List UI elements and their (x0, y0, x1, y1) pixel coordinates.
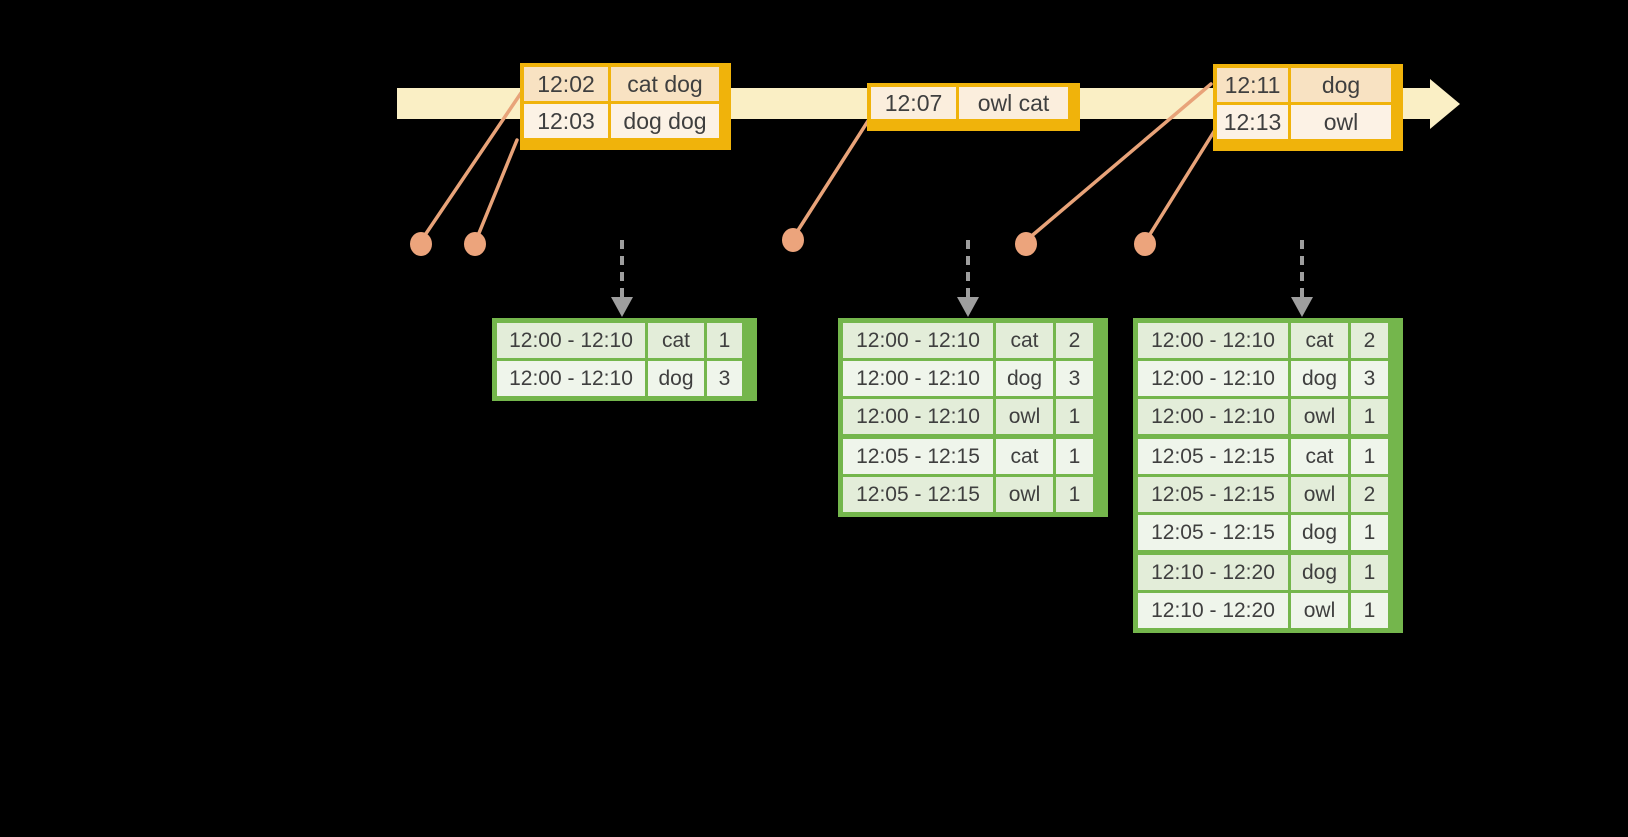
event-dot-5 (1134, 232, 1156, 256)
count-cell: 2 (1351, 477, 1388, 512)
word-cell: dog (648, 361, 704, 396)
count-cell: 3 (1056, 361, 1093, 396)
window-cell: 12:05 - 12:15 (1138, 477, 1288, 512)
word-cell: cat (1291, 439, 1348, 474)
count-cell: 3 (707, 361, 742, 396)
count-cell: 1 (1351, 593, 1388, 628)
event-time: 12:07 (871, 87, 956, 119)
word-cell: owl (1291, 593, 1348, 628)
trigger-arrowhead-3-icon (1291, 297, 1313, 317)
event-words: owl (1291, 105, 1391, 139)
window-cell: 12:00 - 12:10 (1138, 361, 1288, 396)
window-cell: 12:05 - 12:15 (1138, 515, 1288, 550)
window-cell: 12:00 - 12:10 (843, 399, 993, 434)
count-cell: 1 (1056, 439, 1093, 474)
event-table-3: 12:11 dog 12:13 owl (1213, 64, 1403, 151)
event-time: 12:02 (524, 67, 608, 101)
count-cell: 1 (1351, 515, 1388, 550)
word-cell: owl (1291, 399, 1348, 434)
window-cell: 12:00 - 12:10 (497, 323, 645, 358)
event-words: dog (1291, 68, 1391, 102)
event-time: 12:03 (524, 104, 608, 138)
event-dot-4 (1015, 232, 1037, 256)
window-cell: 12:05 - 12:15 (843, 439, 993, 474)
result-table-3: 12:00 - 12:10 cat 2 12:00 - 12:10 dog 3 … (1133, 318, 1403, 633)
count-cell: 1 (1351, 399, 1388, 434)
connector-line-event4 (1026, 82, 1213, 241)
word-cell: dog (1291, 515, 1348, 550)
word-cell: owl (996, 399, 1053, 434)
word-cell: dog (1291, 361, 1348, 396)
count-cell: 1 (1056, 399, 1093, 434)
event-table-2: 12:07 owl cat (867, 83, 1080, 131)
word-cell: cat (996, 323, 1053, 358)
window-group: 12:05 - 12:15 cat 1 12:05 - 12:15 owl 1 (843, 439, 1103, 512)
count-cell: 2 (1056, 323, 1093, 358)
window-group: 12:00 - 12:10 cat 1 12:00 - 12:10 dog 3 (497, 323, 752, 396)
word-cell: dog (996, 361, 1053, 396)
event-table-1: 12:02 cat dog 12:03 dog dog (520, 63, 731, 150)
count-cell: 1 (1056, 477, 1093, 512)
window-cell: 12:00 - 12:10 (843, 323, 993, 358)
window-cell: 12:10 - 12:20 (1138, 555, 1288, 590)
word-cell: cat (1291, 323, 1348, 358)
window-cell: 12:00 - 12:10 (1138, 399, 1288, 434)
event-time: 12:13 (1217, 105, 1288, 139)
trigger-arrowhead-2-icon (957, 297, 979, 317)
timeline-arrowhead-icon (1430, 79, 1460, 129)
event-words: cat dog (611, 67, 719, 101)
connector-line-event3 (793, 119, 870, 237)
count-cell: 1 (1351, 439, 1388, 474)
word-cell: cat (996, 439, 1053, 474)
event-words: dog dog (611, 104, 719, 138)
result-table-1: 12:00 - 12:10 cat 1 12:00 - 12:10 dog 3 (492, 318, 757, 401)
event-time: 12:11 (1217, 68, 1288, 102)
window-cell: 12:00 - 12:10 (497, 361, 645, 396)
window-group: 12:10 - 12:20 dog 1 12:10 - 12:20 owl 1 (1138, 555, 1398, 628)
trigger-arrowhead-1-icon (611, 297, 633, 317)
window-cell: 12:00 - 12:10 (843, 361, 993, 396)
count-cell: 1 (707, 323, 742, 358)
word-cell: cat (648, 323, 704, 358)
word-cell: dog (1291, 555, 1348, 590)
window-cell: 12:10 - 12:20 (1138, 593, 1288, 628)
window-cell: 12:00 - 12:10 (1138, 323, 1288, 358)
count-cell: 2 (1351, 323, 1388, 358)
window-cell: 12:05 - 12:15 (1138, 439, 1288, 474)
connector-line-event1 (421, 91, 523, 240)
window-group: 12:00 - 12:10 cat 2 12:00 - 12:10 dog 3 … (1138, 323, 1398, 434)
event-dot-1 (410, 232, 432, 256)
count-cell: 3 (1351, 361, 1388, 396)
word-cell: owl (996, 477, 1053, 512)
window-cell: 12:05 - 12:15 (843, 477, 993, 512)
event-dot-2 (464, 232, 486, 256)
window-group: 12:00 - 12:10 cat 2 12:00 - 12:10 dog 3 … (843, 323, 1103, 434)
connector-line-event5 (1145, 128, 1217, 241)
connector-line-event2 (475, 138, 519, 240)
event-words: owl cat (959, 87, 1068, 119)
event-dot-3 (782, 228, 804, 252)
result-table-2: 12:00 - 12:10 cat 2 12:00 - 12:10 dog 3 … (838, 318, 1108, 517)
word-cell: owl (1291, 477, 1348, 512)
count-cell: 1 (1351, 555, 1388, 590)
window-group: 12:05 - 12:15 cat 1 12:05 - 12:15 owl 2 … (1138, 439, 1398, 550)
